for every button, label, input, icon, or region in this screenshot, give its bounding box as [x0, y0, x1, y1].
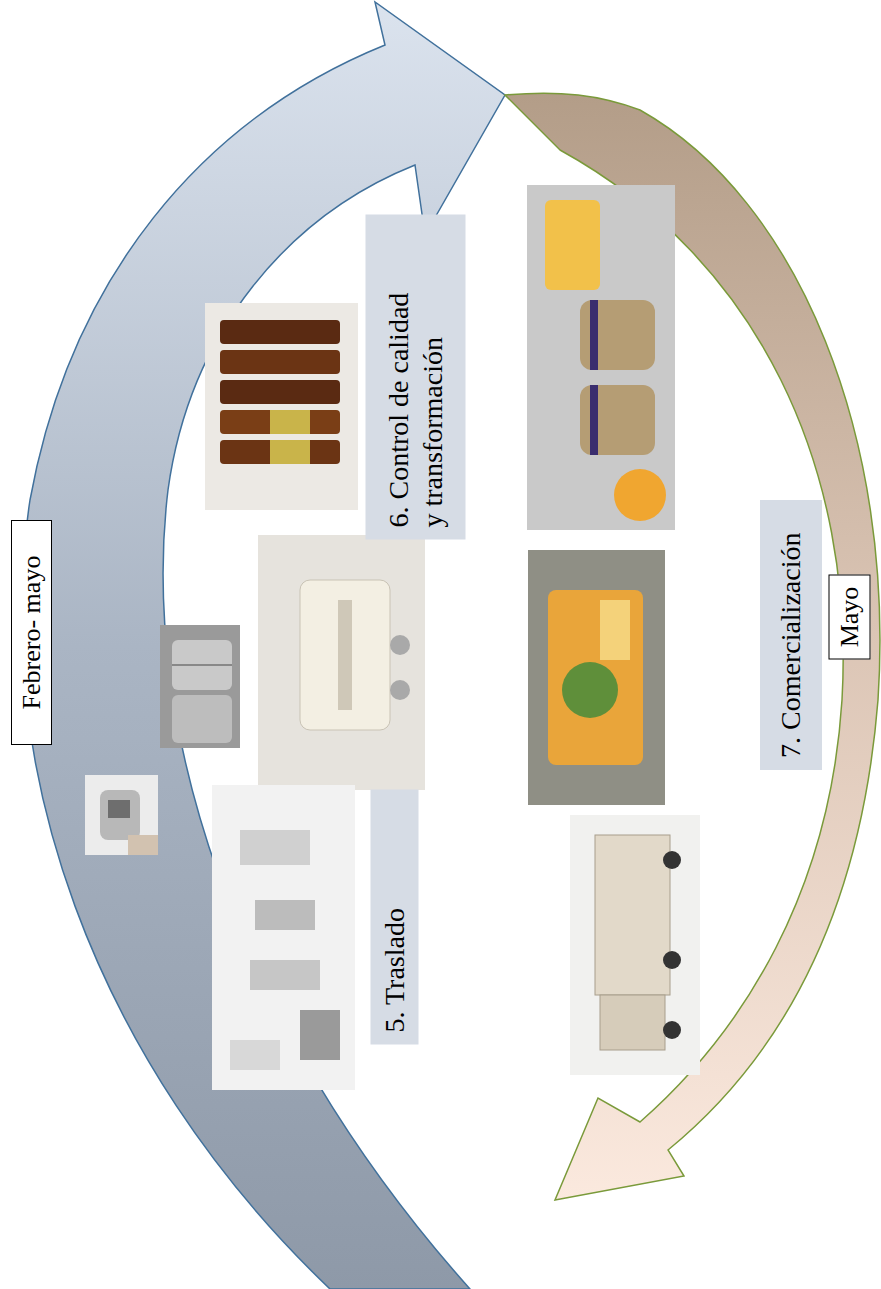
- cycle-arrow-blue: [21, 2, 505, 1289]
- photo-flyer: [527, 185, 675, 530]
- photo-tank: [258, 535, 425, 790]
- photo-drums: [160, 625, 240, 748]
- photo-bottles: [205, 303, 358, 510]
- photo-truck: [570, 815, 700, 1075]
- photo-loading: [212, 785, 355, 1090]
- stage-box: 6. Control de calidad y transformación: [365, 215, 465, 540]
- stage-label: 5. Traslado: [377, 908, 411, 1032]
- stage-label: 7. Comercialización: [774, 533, 808, 758]
- photo-refractometer: [85, 775, 158, 855]
- period-label: Mayo: [828, 575, 870, 660]
- stage-label: Mayo: [833, 587, 864, 648]
- stage-label: Febrero- mayo: [15, 555, 46, 709]
- stage-label: 6. Control de calidad y transformación: [381, 282, 448, 528]
- stage-box: 5. Traslado: [370, 790, 418, 1045]
- period-label: Febrero- mayo: [11, 520, 52, 745]
- cycle-arrow-brown: [505, 93, 880, 1200]
- stage-box: 7. Comercialización: [760, 500, 822, 770]
- photo-product: [528, 550, 665, 805]
